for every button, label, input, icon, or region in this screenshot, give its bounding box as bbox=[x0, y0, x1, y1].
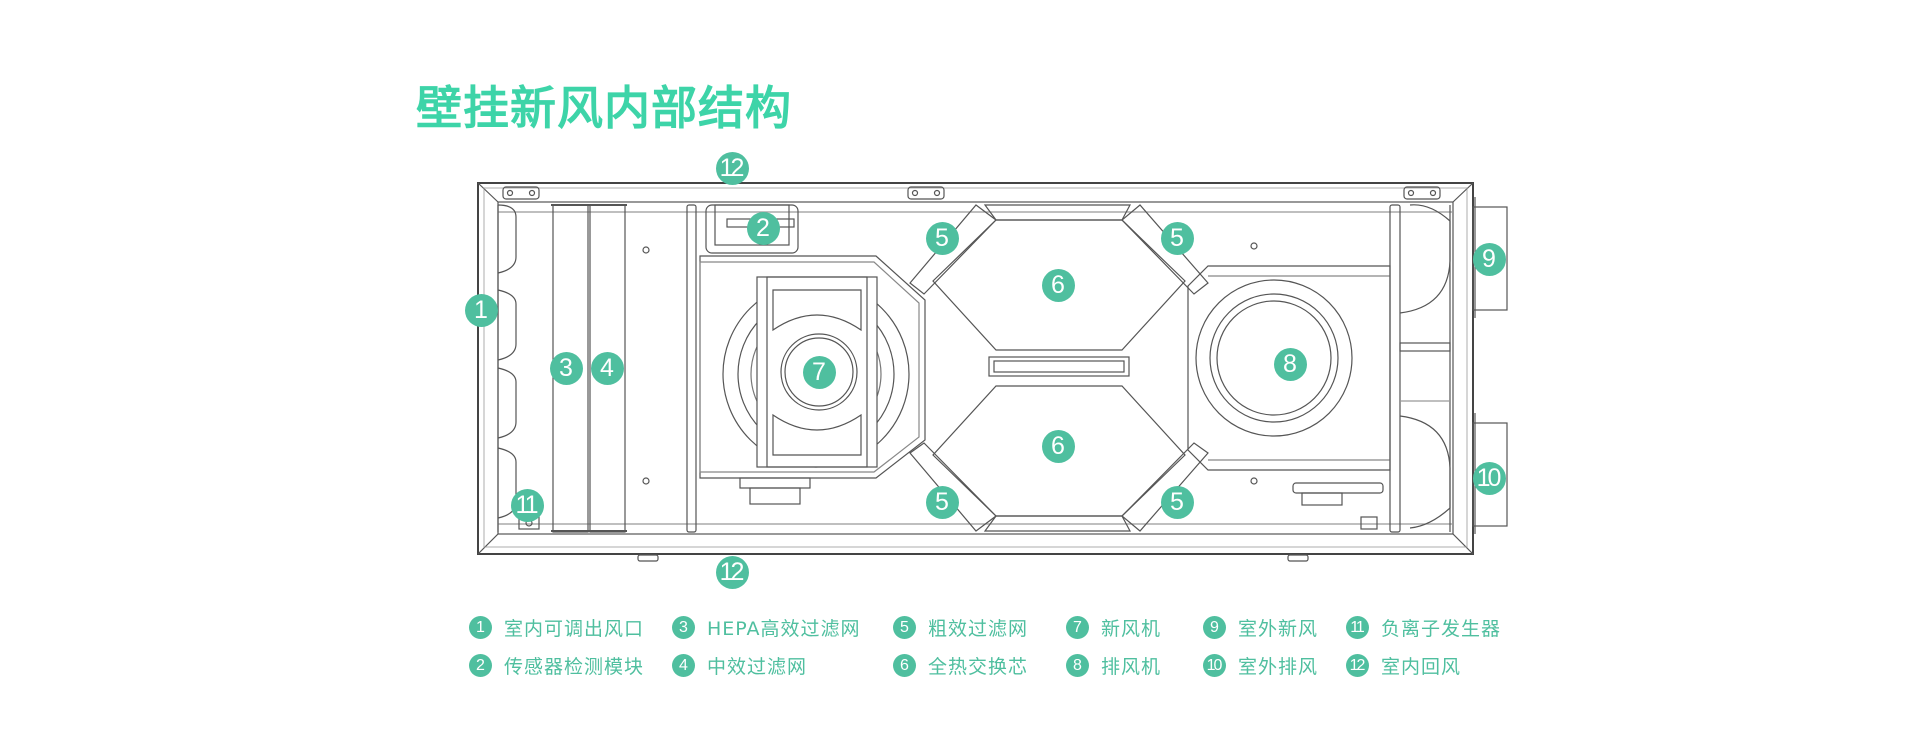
callout-badge-6-lower: 6 bbox=[1041, 429, 1075, 463]
legend-item-5: 5 粗效过滤网 bbox=[893, 614, 1028, 640]
legend-number: 2 bbox=[469, 653, 492, 677]
legend-label: 传感器检测模块 bbox=[504, 655, 645, 678]
legend-label: 负离子发生器 bbox=[1381, 617, 1502, 640]
legend-item-1: 1 室内可调出风口 bbox=[469, 614, 644, 640]
legend-item-2: 2 传感器检测模块 bbox=[469, 652, 644, 678]
callout-badge-7: 7 bbox=[802, 355, 836, 389]
legend-number: 4 bbox=[672, 653, 695, 677]
legend-label: 粗效过滤网 bbox=[928, 617, 1029, 640]
supply-fan bbox=[699, 255, 926, 505]
ion-generator bbox=[518, 516, 1378, 530]
callout-badge-6-upper: 6 bbox=[1041, 268, 1075, 302]
callout-badge-5-lower-left: 5 bbox=[925, 485, 959, 519]
callout-badge-8: 8 bbox=[1273, 347, 1307, 381]
legend-label: 室内可调出风口 bbox=[504, 617, 645, 640]
heat-exchanger-core bbox=[932, 204, 1186, 532]
legend-number: 9 bbox=[1203, 615, 1226, 639]
legend-item-11: 11 负离子发生器 bbox=[1346, 614, 1501, 640]
legend-item-8: 8 排风机 bbox=[1066, 652, 1161, 678]
legend-item-12: 12 室内回风 bbox=[1346, 652, 1461, 678]
legend-label: 排风机 bbox=[1101, 655, 1162, 678]
legend-label: 全热交换芯 bbox=[928, 655, 1029, 678]
legend-item-7: 7 新风机 bbox=[1066, 614, 1161, 640]
right-duct-chambers bbox=[1389, 204, 1451, 533]
callout-badge-10: 10 bbox=[1472, 461, 1506, 495]
legend-number: 6 bbox=[893, 653, 916, 677]
callout-badge-5-lower-right: 5 bbox=[1160, 485, 1194, 519]
legend-number: 10 bbox=[1203, 653, 1226, 677]
legend-number: 3 bbox=[672, 615, 695, 639]
callout-badge-11: 11 bbox=[510, 488, 544, 522]
legend-label: 室内回风 bbox=[1381, 655, 1462, 678]
legend-number: 7 bbox=[1066, 615, 1089, 639]
legend-item-10: 10 室外排风 bbox=[1203, 652, 1318, 678]
legend-label: 新风机 bbox=[1101, 617, 1162, 640]
callout-badge-2: 2 bbox=[746, 211, 780, 245]
legend-label: 中效过滤网 bbox=[707, 655, 808, 678]
legend-item-4: 4 中效过滤网 bbox=[672, 652, 807, 678]
legend-number: 5 bbox=[893, 615, 916, 639]
coarse-filter-frames bbox=[909, 204, 1209, 532]
adjustable-outlet bbox=[497, 204, 517, 532]
callout-badge-9: 9 bbox=[1472, 242, 1506, 276]
legend-item-9: 9 室外新风 bbox=[1203, 614, 1318, 640]
callout-badge-12-top: 12 bbox=[715, 151, 749, 185]
legend-label: 室外排风 bbox=[1238, 655, 1319, 678]
callout-badge-5-upper-right: 5 bbox=[1160, 221, 1194, 255]
callout-badge-5-upper-left: 5 bbox=[925, 221, 959, 255]
outer-casing bbox=[477, 182, 1474, 555]
legend-number: 1 bbox=[469, 615, 492, 639]
callout-badge-4: 4 bbox=[590, 351, 624, 385]
legend-number: 11 bbox=[1346, 615, 1369, 639]
legend-label: 室外新风 bbox=[1238, 617, 1319, 640]
legend-item-6: 6 全热交换芯 bbox=[893, 652, 1028, 678]
callout-badge-12-bottom: 12 bbox=[715, 555, 749, 589]
legend-item-3: 3 HEPA高效过滤网 bbox=[672, 614, 861, 640]
legend-number: 8 bbox=[1066, 653, 1089, 677]
diagram-title: 壁挂新风内部结构 bbox=[416, 81, 792, 135]
legend-label: HEPA高效过滤网 bbox=[707, 617, 861, 640]
mounting-brackets bbox=[502, 186, 1441, 562]
callout-badge-1: 1 bbox=[464, 293, 498, 327]
callout-badge-3: 3 bbox=[549, 351, 583, 385]
legend-number: 12 bbox=[1346, 653, 1369, 677]
